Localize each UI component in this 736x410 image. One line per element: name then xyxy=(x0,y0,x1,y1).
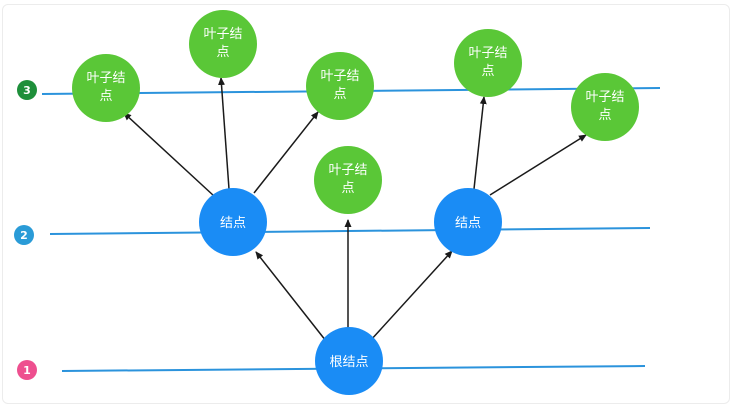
edge-right-to-leaf-5 xyxy=(489,134,587,196)
leaf-node-5: 叶子结 点 xyxy=(571,73,639,141)
level-badge-1-label: 1 xyxy=(23,364,31,377)
edges xyxy=(123,77,587,342)
leaf-node-center-label-line1: 叶子结 xyxy=(328,163,367,178)
level-badge-1: 1 xyxy=(17,360,37,380)
edge-root-to-right xyxy=(369,250,453,342)
leaf-node-3-label-line2: 点 xyxy=(333,87,346,102)
level-2-line xyxy=(49,227,651,235)
level-badge-3: 3 xyxy=(17,80,37,100)
leaf-node-2-label-line2: 点 xyxy=(216,45,229,60)
leaf-node-2: 叶子结 点 xyxy=(189,10,257,78)
leaf-node-4-label-line2: 点 xyxy=(481,64,494,79)
leaf-node-3-label-line1: 叶子结 xyxy=(320,69,359,84)
diagram-frame xyxy=(2,4,730,404)
leaf-node-4-label-line1: 叶子结 xyxy=(468,46,507,61)
internal-node-left: 结点 xyxy=(199,188,267,256)
internal-node-right-label: 结点 xyxy=(455,216,481,231)
level-badge-2-label: 2 xyxy=(20,229,28,242)
leaf-node-1: 叶子结 点 xyxy=(72,54,140,122)
leaf-node-3: 叶子结 点 xyxy=(306,52,374,120)
edge-root-to-left xyxy=(255,251,327,342)
leaf-node-5-label-line1: 叶子结 xyxy=(585,90,624,105)
internal-node-right: 结点 xyxy=(434,188,502,256)
edge-left-to-leaf-1 xyxy=(123,112,215,197)
leaf-node-center-label-line2: 点 xyxy=(341,181,354,196)
level-badge-3-label: 3 xyxy=(23,84,31,97)
leaf-node-1-label-line1: 叶子结 xyxy=(86,71,125,86)
root-node-label: 根结点 xyxy=(329,355,368,370)
edge-left-to-leaf-3 xyxy=(253,111,319,194)
leaf-node-center: 叶子结 点 xyxy=(314,146,382,214)
root-node: 根结点 xyxy=(315,327,383,395)
internal-node-left-label: 结点 xyxy=(220,216,246,231)
leaf-node-2-label-line1: 叶子结 xyxy=(203,27,242,42)
level-badge-2: 2 xyxy=(14,225,34,245)
edge-right-to-leaf-4 xyxy=(473,96,487,190)
leaf-node-5-label-line2: 点 xyxy=(598,108,611,123)
leaf-node-4: 叶子结 点 xyxy=(454,29,522,97)
edge-left-to-leaf-2 xyxy=(218,77,230,190)
leaf-node-1-label-line2: 点 xyxy=(99,89,112,104)
